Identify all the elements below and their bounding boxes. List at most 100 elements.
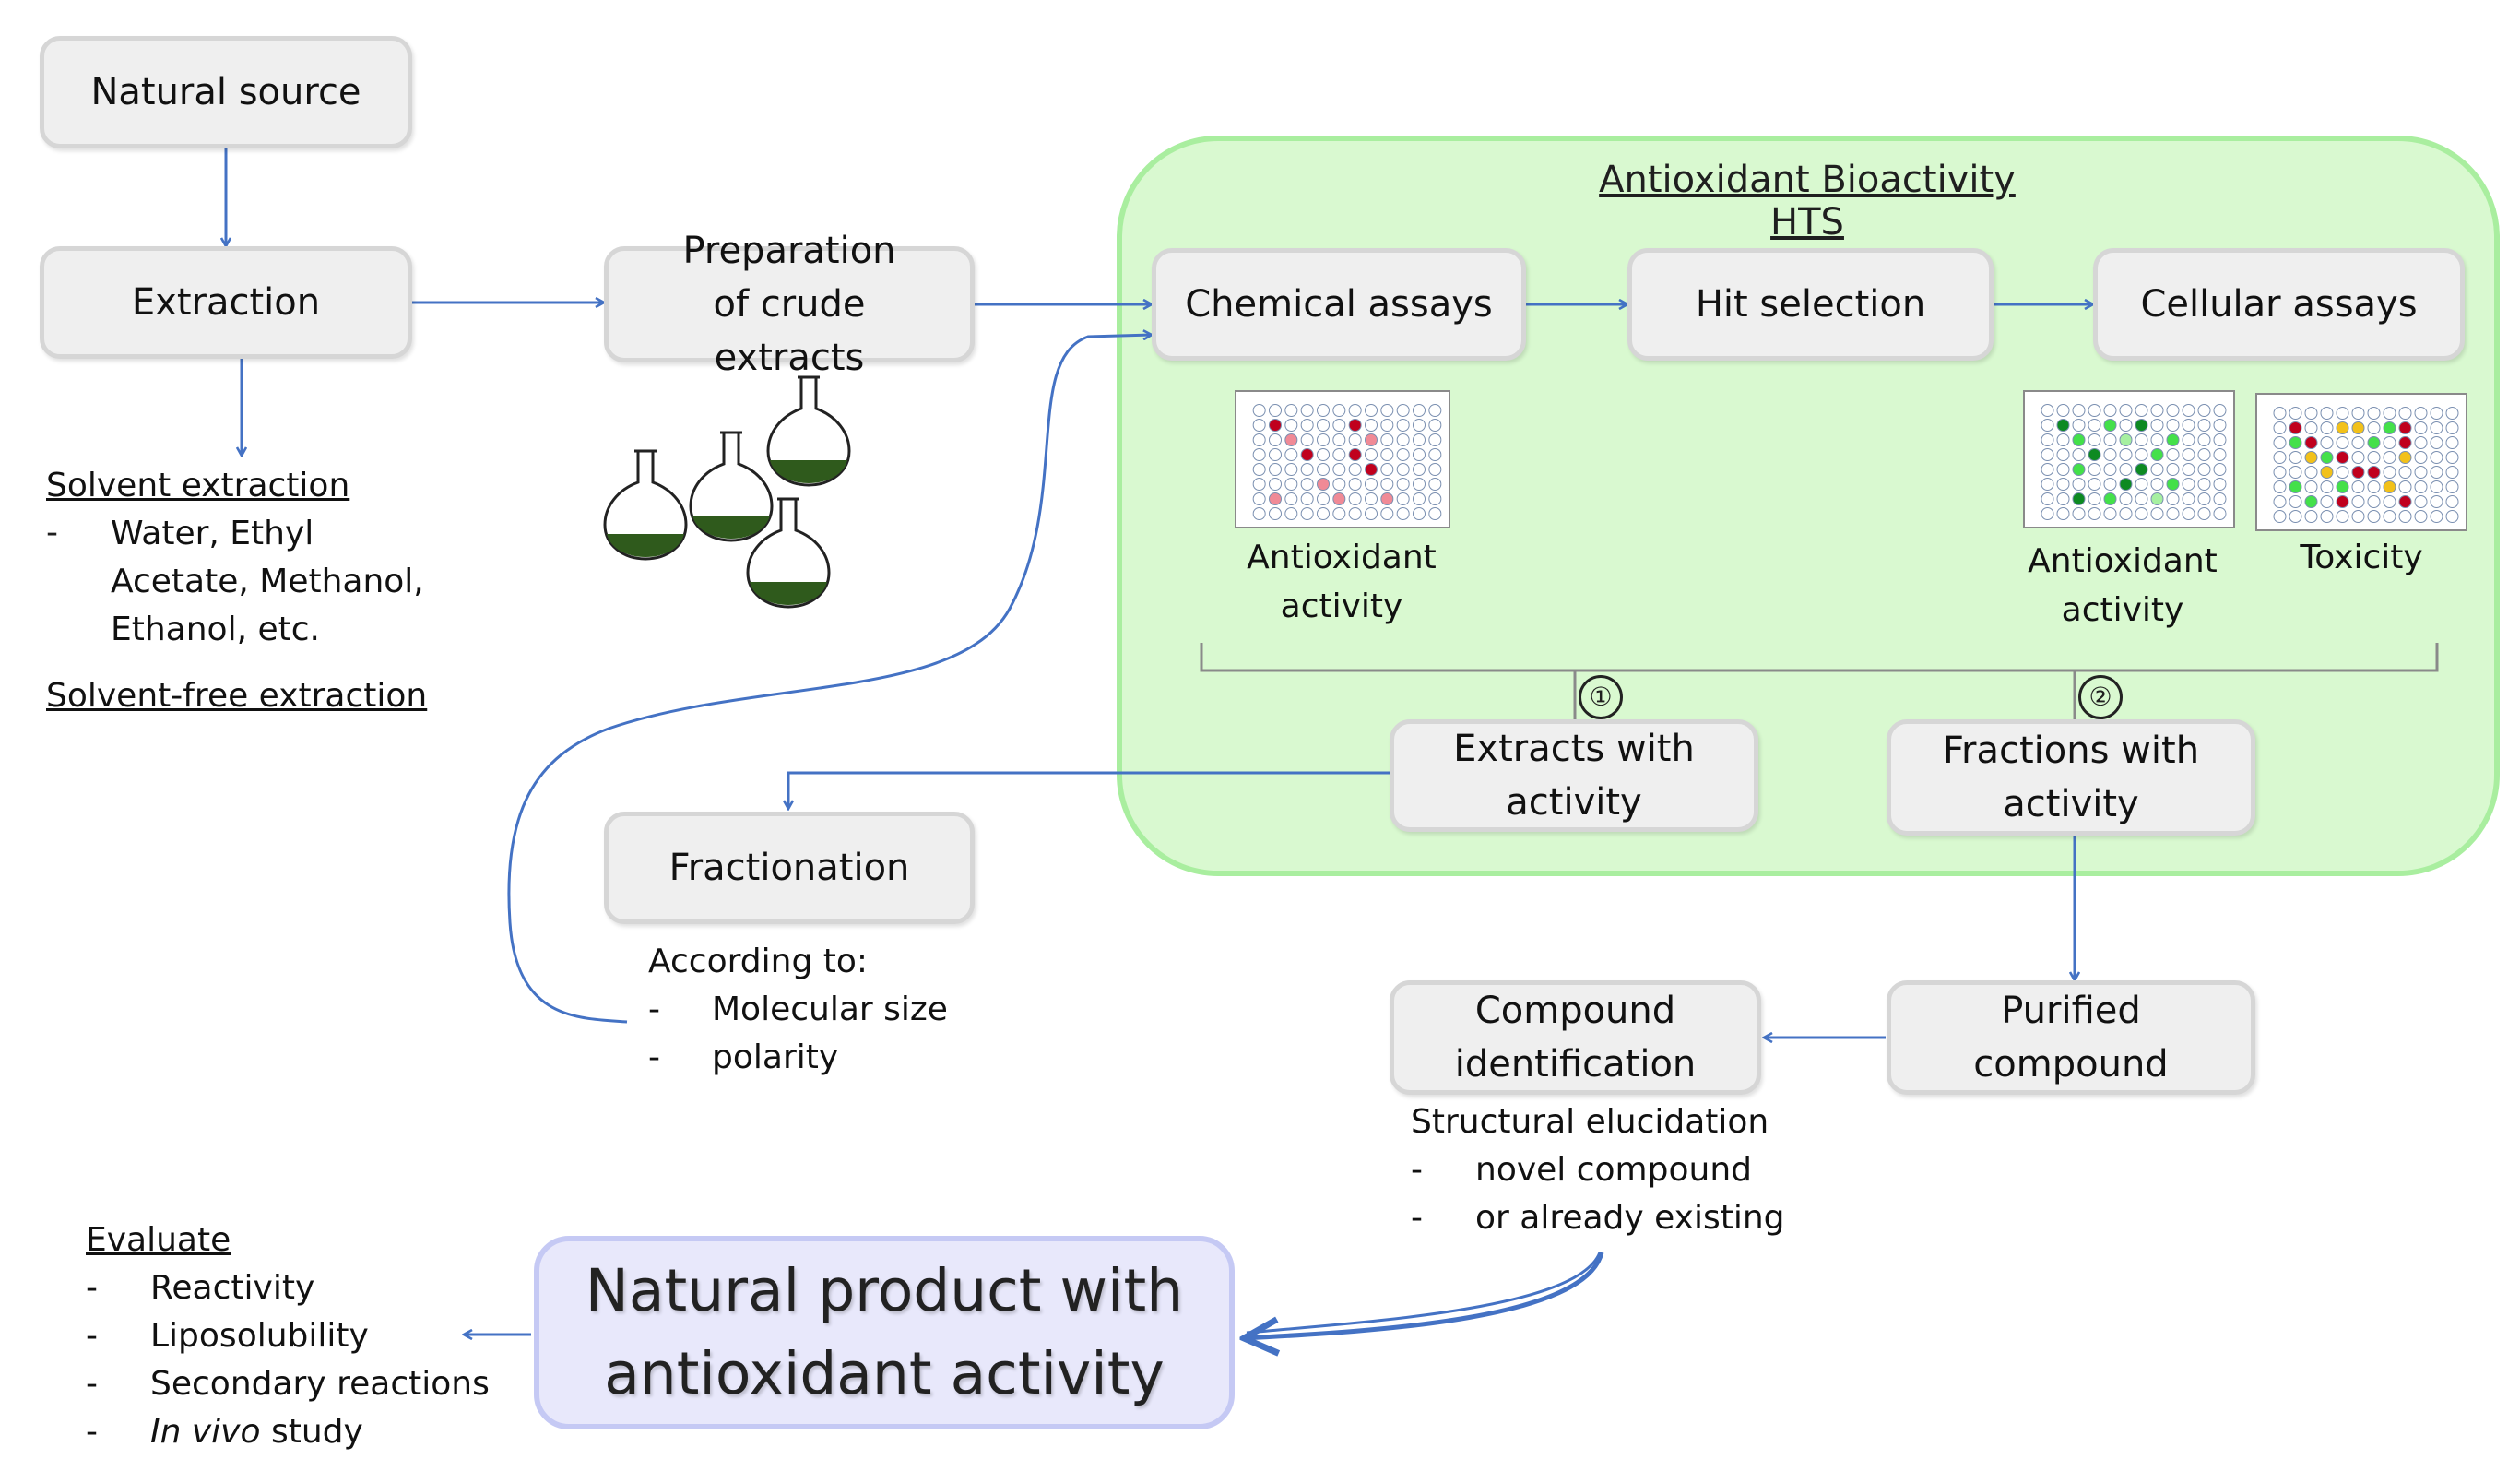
plate-well: [2320, 480, 2334, 493]
plate-well: [2197, 404, 2211, 417]
plate-well: [1284, 463, 1298, 476]
arrow-fractionation-feedback: [507, 335, 1152, 1024]
plate-well: [1317, 478, 1330, 491]
plate-well: [1284, 492, 1298, 505]
plate-well: [2197, 448, 2211, 461]
solvent-item-text: Acetate, Methanol,: [111, 563, 424, 600]
plate-well: [2056, 463, 2070, 476]
plate-well: [2103, 463, 2117, 476]
plate-well: [2304, 480, 2318, 493]
plate-well: [1380, 404, 1394, 417]
plate-well: [2103, 433, 2117, 446]
cellular-antioxidant-plate: [2023, 390, 2235, 528]
plate-well: [2041, 507, 2054, 520]
plate-well: [2056, 433, 2070, 446]
plate-well: [2166, 433, 2180, 446]
plate-well: [1428, 419, 1442, 432]
plate-well: [1365, 433, 1378, 446]
plate-well: [2166, 478, 2180, 491]
plate-well: [2320, 407, 2334, 420]
cellular-plate-label: Antioxidant activity: [2028, 542, 2218, 629]
plate-well: [1300, 478, 1314, 491]
plate-well: [1252, 492, 1266, 505]
chemical-assay-plate: [1235, 390, 1450, 528]
plate-well: [1380, 478, 1394, 491]
plate-well: [2041, 478, 2054, 491]
plate-well: [1428, 448, 1442, 461]
plate-well: [1300, 433, 1314, 446]
plate-well: [2135, 448, 2148, 461]
plate-well: [2367, 451, 2381, 464]
fractionation-item: Molecular size: [712, 991, 948, 1028]
plate-well: [2289, 495, 2302, 508]
plate-well: [2088, 507, 2101, 520]
plate-well: [2135, 419, 2148, 432]
plate-well: [2103, 404, 2117, 417]
plate-well: [2088, 433, 2101, 446]
chemical-plate-caption: Antioxidant activity: [1226, 533, 1457, 631]
plate-well: [1396, 419, 1410, 432]
plate-well: [2304, 466, 2318, 479]
plate-well: [1252, 404, 1266, 417]
plate-well: [2336, 480, 2349, 493]
plate-well: [2213, 478, 2227, 491]
plate-well: [2041, 448, 2054, 461]
plate-well: [1269, 463, 1282, 476]
plate-well: [2304, 436, 2318, 449]
plate-well: [2166, 404, 2180, 417]
plate-well: [2445, 421, 2459, 434]
fractionation-box: Fractionation: [604, 812, 975, 924]
evaluate-item-rest: study: [260, 1413, 363, 1451]
plate-well: [1252, 419, 1266, 432]
plate-well: [2072, 433, 2086, 446]
plate-well: [2150, 448, 2164, 461]
plate-well: [2414, 510, 2428, 523]
plate-well: [1252, 507, 1266, 520]
plate-well: [2088, 492, 2101, 505]
final-product-label: Natural product with antioxidant activit…: [585, 1257, 1184, 1407]
preparation-label: Preparation of crude extracts: [682, 230, 896, 379]
plate-well: [1317, 463, 1330, 476]
plate-well: [1396, 404, 1410, 417]
plate-well: [2103, 419, 2117, 432]
plate-well: [2135, 404, 2148, 417]
plate-well: [2103, 448, 2117, 461]
plate-well: [1365, 404, 1378, 417]
plate-well: [1269, 419, 1282, 432]
plate-well: [2445, 466, 2459, 479]
plate-well: [2072, 478, 2086, 491]
list-dash: -: [648, 991, 660, 1028]
plate-well: [2351, 495, 2365, 508]
plate-well: [2336, 407, 2349, 420]
plate-well: [2119, 419, 2133, 432]
cellular-assays-box: Cellular assays: [2093, 248, 2465, 361]
list-dash: -: [86, 1365, 98, 1403]
plate-well: [1413, 404, 1426, 417]
plate-well: [2289, 421, 2302, 434]
plate-well: [1300, 404, 1314, 417]
plate-well: [1348, 463, 1362, 476]
plate-well: [1428, 404, 1442, 417]
plate-well: [2289, 466, 2302, 479]
plate-well: [2150, 463, 2164, 476]
plate-well: [2414, 466, 2428, 479]
plate-well: [1413, 448, 1426, 461]
plate-well: [2336, 510, 2349, 523]
plate-well: [2304, 495, 2318, 508]
plate-well: [2367, 510, 2381, 523]
plate-well: [2119, 507, 2133, 520]
natural-source-box: Natural source: [40, 36, 412, 148]
solvent-item-text: Water, Ethyl: [111, 515, 314, 552]
plate-well: [2213, 433, 2227, 446]
plate-well: [1284, 404, 1298, 417]
plate-well: [2383, 510, 2396, 523]
plate-well: [2273, 407, 2287, 420]
plate-well: [2430, 407, 2443, 420]
plate-well: [1348, 478, 1362, 491]
plate-well: [2213, 463, 2227, 476]
plate-well: [1252, 478, 1266, 491]
plate-well: [1284, 419, 1298, 432]
plate-well: [1380, 492, 1394, 505]
plate-well: [2072, 492, 2086, 505]
